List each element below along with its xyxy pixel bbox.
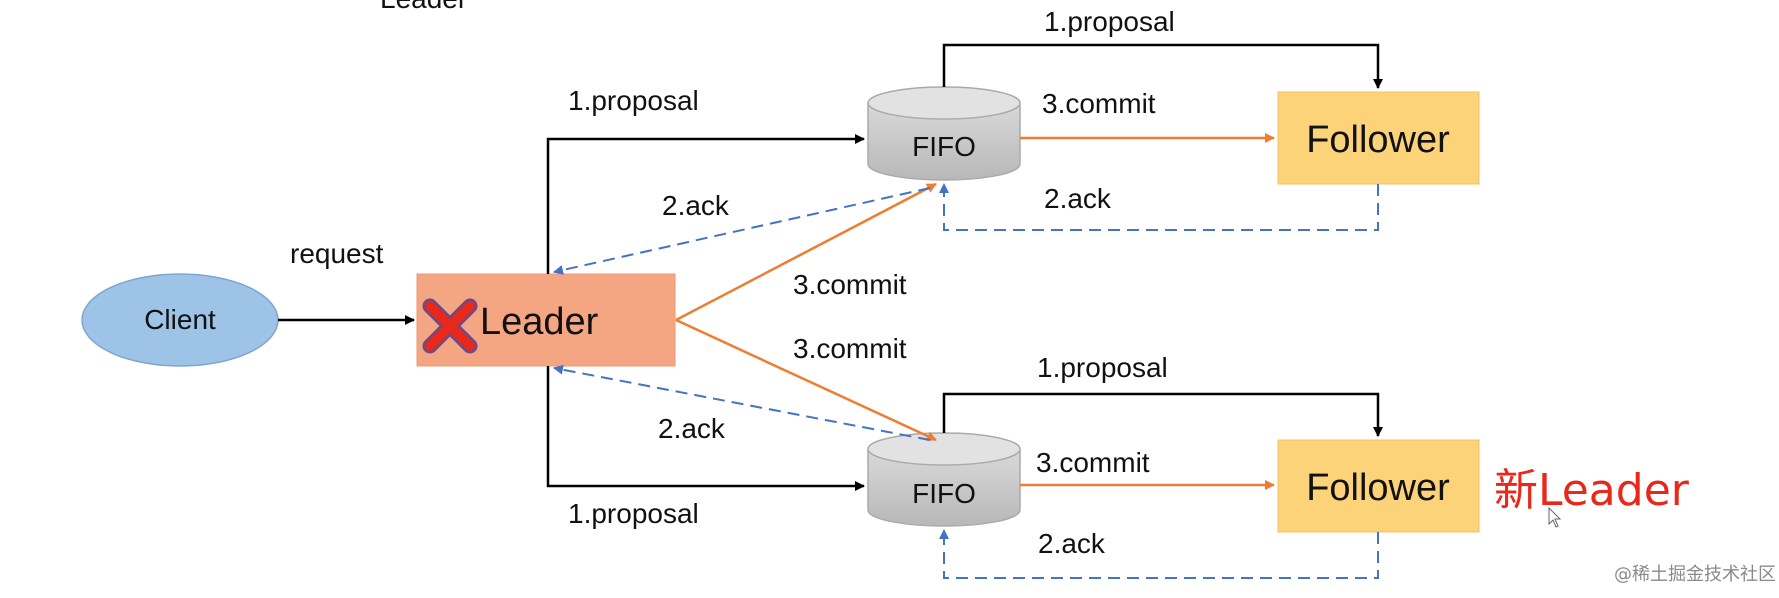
ack-arrow-fifo-top-to-leader bbox=[553, 187, 931, 275]
proposal-arrow-fifo-top-to-follower bbox=[942, 43, 1383, 89]
proposal-label-fifo-top: 1.proposal bbox=[1044, 6, 1175, 37]
fifo-bottom-node bbox=[867, 432, 1021, 527]
proposal-arrow-fifo-bottom-to-follower bbox=[942, 392, 1383, 437]
follower-top-label: Follower bbox=[1306, 119, 1450, 161]
ack-arrow-follower-bottom-to-fifo bbox=[939, 529, 1379, 579]
follower-bottom-node bbox=[1277, 439, 1480, 533]
proposal-arrow-leader-to-fifo-top bbox=[546, 134, 865, 274]
fifo-bottom-label: FIFO bbox=[912, 478, 976, 509]
ack-arrow-fifo-bottom-to-leader bbox=[553, 364, 931, 441]
commit-arrow-leader-to-fifo-top bbox=[675, 182, 937, 322]
fifo-top-label: FIFO bbox=[912, 131, 976, 162]
proposal-label-fifo-bottom: 1.proposal bbox=[1037, 352, 1168, 383]
proposal-arrow-leader-to-fifo-bottom bbox=[546, 366, 865, 491]
ack-label-leader-bottom: 2.ack bbox=[658, 413, 726, 444]
watermark: @稀土掘金技术社区 bbox=[1614, 564, 1776, 585]
proposal-label-leader-top: 1.proposal bbox=[568, 85, 699, 116]
ack-label-follower-bottom: 2.ack bbox=[1038, 528, 1106, 559]
proposal-label-leader-bottom: 1.proposal bbox=[568, 498, 699, 529]
leader-failed-x-icon bbox=[422, 298, 478, 354]
follower-top-node bbox=[1277, 91, 1480, 185]
client-label: Client bbox=[144, 304, 216, 335]
new-leader-label: 新Leader bbox=[1494, 465, 1690, 516]
ack-label-follower-top: 2.ack bbox=[1044, 183, 1112, 214]
follower-bottom-label: Follower bbox=[1306, 467, 1450, 509]
mouse-cursor-icon bbox=[1548, 506, 1562, 528]
commit-label-fifo-top: 3.commit bbox=[1042, 88, 1156, 119]
ack-label-leader-top: 2.ack bbox=[662, 190, 730, 221]
request-label: request bbox=[290, 238, 384, 269]
ack-arrow-follower-top-to-fifo bbox=[939, 183, 1379, 231]
commit-label-leader-top: 3.commit bbox=[793, 269, 907, 300]
leader-label: Leader bbox=[480, 301, 599, 343]
header-fragment: Leader bbox=[380, 0, 467, 14]
commit-arrow-leader-to-fifo-bottom bbox=[675, 318, 937, 442]
commit-label-fifo-bottom: 3.commit bbox=[1036, 447, 1150, 478]
commit-label-leader-bottom: 3.commit bbox=[793, 333, 907, 364]
